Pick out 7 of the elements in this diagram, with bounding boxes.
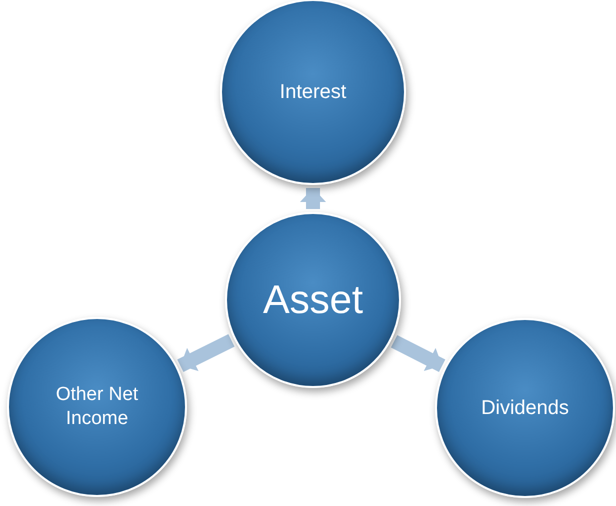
block-arrow — [300, 188, 326, 209]
block-arrow — [390, 335, 446, 372]
node-label: Interest — [280, 80, 346, 104]
node-label: Asset — [262, 277, 364, 324]
node-label: Dividends — [481, 396, 569, 420]
node-label: Other Net Income — [54, 383, 140, 431]
block-arrow — [177, 334, 235, 372]
